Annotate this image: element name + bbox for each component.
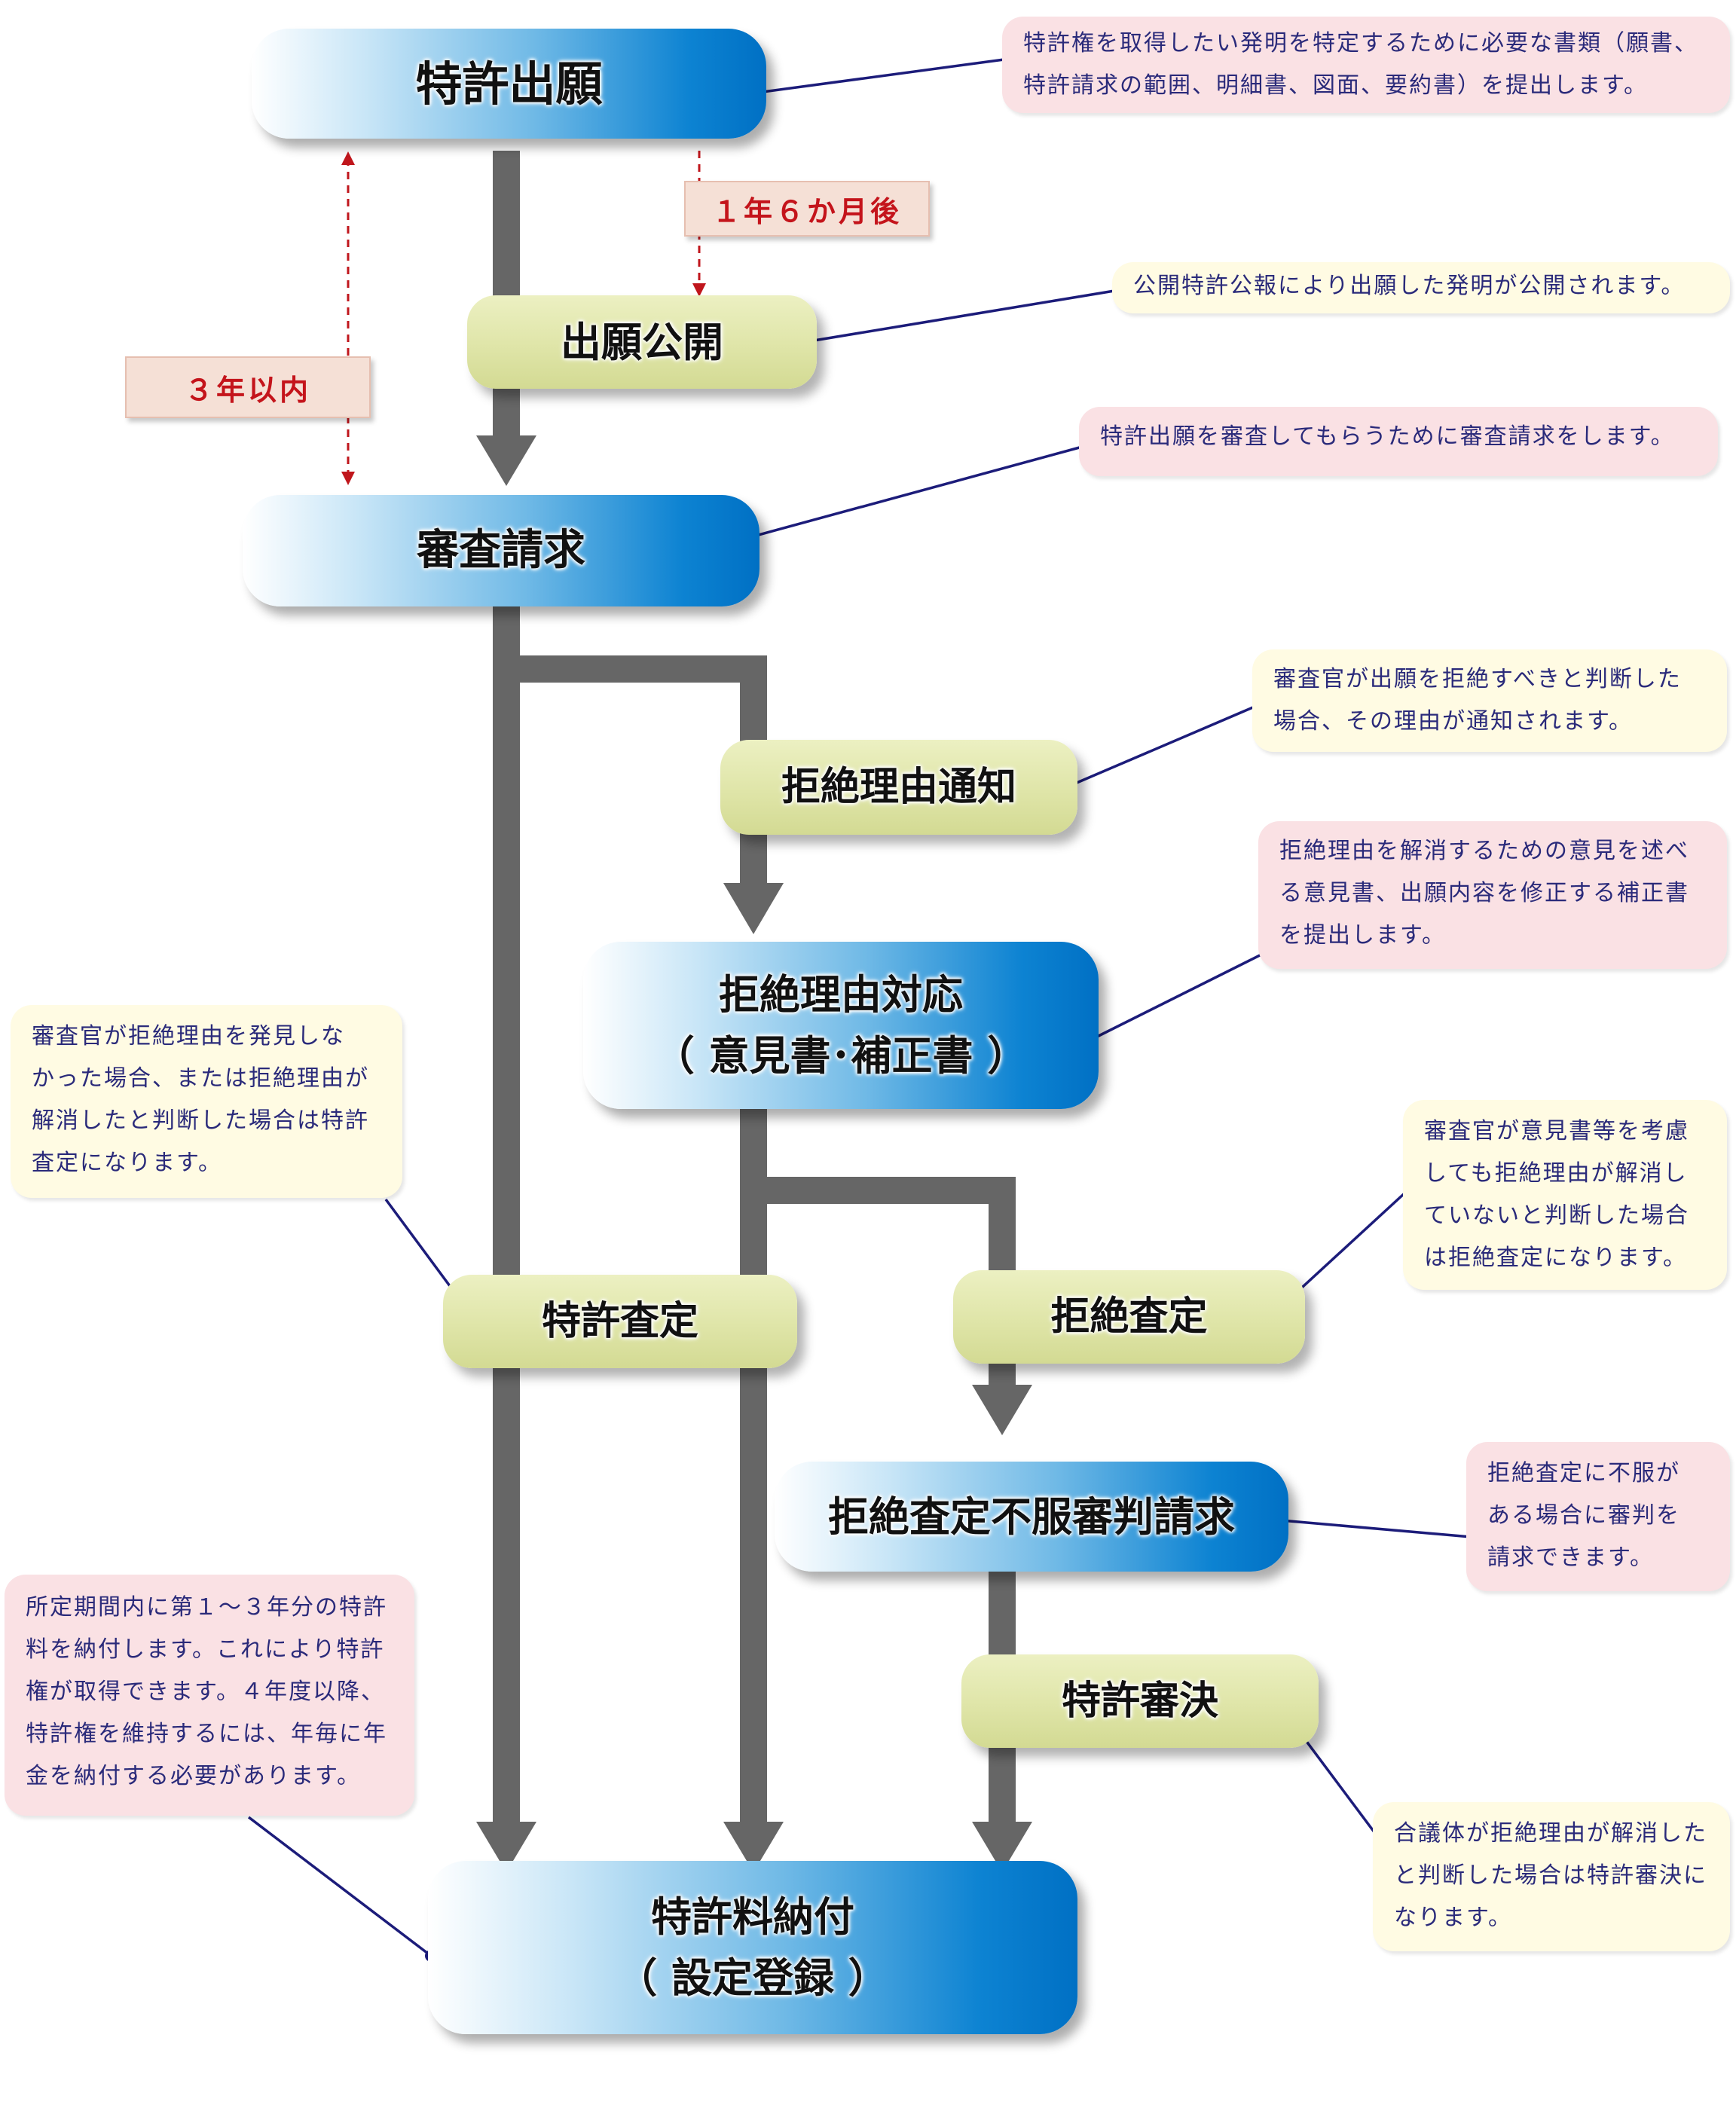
note-exam-request-line-1: 特許出願を審査してもらうために審査請求をします。 — [1100, 423, 1675, 450]
leader-filing — [745, 57, 1010, 96]
leader-rejection-notice — [1065, 703, 1261, 789]
node-grant-decision: 特許査定 — [443, 1275, 797, 1368]
note-rejection-notice-line-2: 場合、その理由が通知されます。 — [1273, 708, 1633, 735]
arrowhead-fee-left — [476, 1822, 536, 1872]
arrowhead-fee-middle — [723, 1822, 784, 1872]
note-appeal-decision-line-3: なります。 — [1394, 1905, 1512, 1931]
leader-response — [1087, 952, 1265, 1043]
node-fee-payment-sublabel: （ 設定登録 ） — [616, 1954, 889, 2002]
note-fee-payment-line-1: 所定期間内に第１～３年分の特許 — [26, 1594, 387, 1621]
arrowhead-fee-right — [972, 1822, 1032, 1872]
note-fee-payment-line-2: 料を納付します。これにより特許 — [26, 1636, 385, 1663]
note-rejection-notice: 審査官が出願を拒絶すべきと判断した 場合、その理由が通知されます。 — [1252, 649, 1727, 752]
note-filing: 特許権を取得したい発明を特定するために必要な書類（願書、 特許請求の範囲、明細書… — [1002, 17, 1730, 113]
flow-exam-to-rejection-notice — [506, 655, 767, 887]
node-appeal-request-label: 拒絶査定不服審判請求 — [828, 1492, 1235, 1541]
node-rejection-decision-label: 拒絶査定 — [1050, 1294, 1208, 1340]
node-appeal-decision-label: 特許審決 — [1061, 1679, 1218, 1724]
note-filing-line-1: 特許権を取得したい発明を特定するために必要な書類（願書、 — [1023, 30, 1698, 57]
note-rejection-decision: 審査官が意見書等を考慮 しても拒絶理由が解消し ていないと判断した場合 は拒絶査… — [1403, 1100, 1727, 1290]
tag-after-18-months: １年６か月後 — [684, 181, 930, 237]
note-appeal-request: 拒絶査定に不服が ある場合に審判を 請求できます。 — [1466, 1442, 1730, 1591]
node-rejection-decision: 拒絶査定 — [953, 1270, 1305, 1364]
note-publication-line-1: 公開特許公報により出願した発明が公開されます。 — [1133, 273, 1686, 299]
node-rejection-notice-label: 拒絶理由通知 — [781, 765, 1016, 810]
node-fee-payment-label: 特許料納付 — [651, 1893, 854, 1941]
arrowhead-to-exam — [476, 435, 536, 486]
note-appeal-request-line-1: 拒絶査定に不服が — [1487, 1460, 1680, 1486]
note-rejection-decision-line-2: しても拒絶理由が解消し — [1424, 1160, 1688, 1187]
node-publication: 出願公開 — [467, 295, 817, 389]
node-appeal-decision: 特許審決 — [961, 1654, 1319, 1748]
note-rejection-notice-line-1: 審査官が出願を拒絶すべきと判断した — [1273, 666, 1682, 692]
note-fee-payment-line-4: 特許権を維持するには、年毎に年 — [26, 1721, 387, 1747]
note-rejection-response-line-1: 拒絶理由を解消するための意見を述べ — [1279, 838, 1689, 864]
note-rejection-decision-line-1: 審査官が意見書等を考慮 — [1424, 1118, 1689, 1144]
node-grant-decision-label: 特許査定 — [541, 1299, 698, 1344]
note-rejection-decision-line-4: は拒絶査定になります。 — [1424, 1245, 1687, 1271]
leader-exam-request — [747, 445, 1086, 539]
node-exam-request: 審査請求 — [243, 495, 760, 606]
node-exam-request-label: 審査請求 — [417, 526, 585, 575]
tag-within-3-years: ３年以内 — [125, 356, 371, 418]
note-grant-decision-line-4: 査定になります。 — [32, 1150, 222, 1176]
node-rejection-notice: 拒絶理由通知 — [720, 740, 1077, 835]
leader-appeal — [1280, 1519, 1472, 1538]
node-publication-label: 出願公開 — [561, 318, 723, 366]
node-rejection-response-label: 拒絶理由対応 — [719, 971, 963, 1019]
arrowhead-to-appeal — [972, 1385, 1032, 1435]
note-exam-request: 特許出願を審査してもらうために審査請求をします。 — [1079, 407, 1718, 476]
note-rejection-response: 拒絶理由を解消するための意見を述べ る意見書、出願内容を修正する補正書 を提出し… — [1258, 821, 1727, 969]
node-fee-payment: 特許料納付 （ 設定登録 ） — [428, 1861, 1077, 2034]
node-rejection-response: 拒絶理由対応 （ 意見書･補正書 ） — [583, 942, 1099, 1109]
note-appeal-decision-line-2: と判断した場合は特許審決に — [1394, 1862, 1707, 1889]
note-rejection-decision-line-3: ていないと判断した場合 — [1424, 1202, 1689, 1229]
note-fee-payment: 所定期間内に第１～３年分の特許 料を納付します。これにより特許 権が取得できます… — [5, 1575, 414, 1816]
note-rejection-response-line-2: る意見書、出願内容を修正する補正書 — [1279, 880, 1689, 906]
note-grant-decision-line-2: かった場合、または拒絶理由が — [32, 1065, 369, 1092]
note-appeal-request-line-3: 請求できます。 — [1487, 1544, 1654, 1571]
note-appeal-decision-line-1: 合議体が拒絶理由が解消した — [1394, 1820, 1707, 1847]
note-filing-line-2: 特許請求の範囲、明細書、図面、要約書）を提出します。 — [1023, 72, 1648, 99]
arrowhead-to-response — [723, 883, 784, 934]
note-fee-payment-line-5: 金を納付する必要があります。 — [26, 1763, 361, 1789]
node-patent-filing-label: 特許出願 — [415, 56, 603, 112]
leader-publication — [799, 289, 1120, 344]
note-grant-decision-line-1: 審査官が拒絶理由を発見しな — [32, 1023, 345, 1049]
note-appeal-decision: 合議体が拒絶理由が解消した と判断した場合は特許審決に なります。 — [1373, 1802, 1730, 1951]
node-rejection-response-sublabel: （ 意見書･補正書 ） — [653, 1032, 1028, 1080]
node-patent-filing: 特許出願 — [252, 29, 766, 139]
note-fee-payment-line-3: 権が取得できます。４年度以降、 — [26, 1679, 385, 1705]
note-publication: 公開特許公報により出願した発明が公開されます。 — [1112, 262, 1730, 313]
leader-fee — [247, 1816, 432, 1957]
note-grant-decision: 審査官が拒絶理由を発見しな かった場合、または拒絶理由が 解消したと判断した場合… — [11, 1005, 402, 1198]
note-grant-decision-line-3: 解消したと判断した場合は特許 — [32, 1107, 369, 1134]
node-appeal-request: 拒絶査定不服審判請求 — [775, 1462, 1288, 1572]
note-appeal-request-line-2: ある場合に審判を — [1487, 1502, 1680, 1529]
note-rejection-response-line-3: を提出します。 — [1279, 922, 1446, 949]
